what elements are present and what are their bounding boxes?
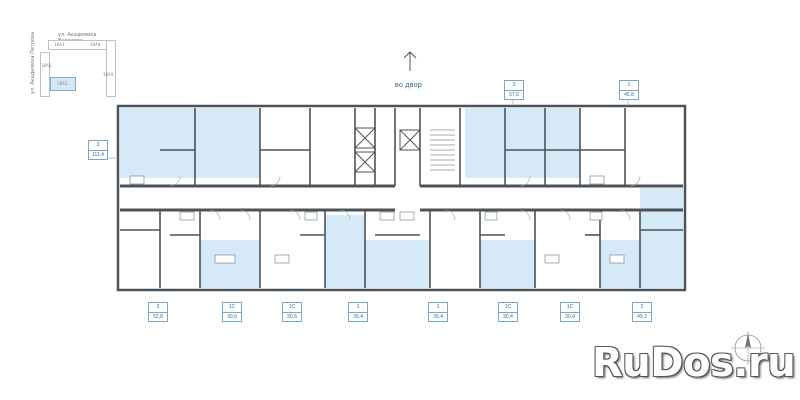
mini-building-label: 18А5 — [103, 72, 114, 77]
arrow-up-icon — [403, 51, 417, 71]
apartment-tag[interactable]: 1 39,4 — [348, 302, 368, 322]
apartment-tag[interactable]: 1 45,8 — [619, 80, 639, 100]
apartment-area: 39,4 — [429, 312, 447, 321]
bath-fixtures — [129, 175, 625, 264]
apartment-tag[interactable]: 1С 30,6 — [282, 302, 302, 322]
site-plan: ул. Академика Вавилова ул. Академика Пет… — [28, 30, 123, 97]
apartment-type: 1С — [228, 304, 236, 310]
apartment-area: 52,8 — [149, 312, 167, 321]
apartment-tag[interactable]: 3 111,4 — [88, 140, 108, 160]
compass-rose-icon — [731, 331, 765, 365]
apartment-area: 39,4 — [349, 312, 367, 321]
apartment-area: 30,4 — [561, 312, 579, 321]
apartment-area: 45,8 — [620, 90, 638, 99]
apartment-type: 1С — [566, 304, 574, 310]
corridor-walls — [120, 184, 683, 212]
apartment-area: 30,6 — [223, 312, 241, 321]
direction-indicator: во двор — [392, 50, 442, 95]
apartment-area: 57,6 — [505, 90, 523, 99]
outer-walls — [116, 104, 687, 292]
apartment-fill-top-middle — [465, 108, 580, 178]
apartment-fill-bottom — [200, 215, 640, 288]
mini-building-label: 18А2 — [41, 63, 52, 68]
partition-walls — [120, 108, 683, 288]
apartment-type: 1С — [504, 304, 512, 310]
apartment-fill-top-left — [120, 108, 260, 178]
stair-core — [354, 127, 455, 173]
mini-building-current — [50, 77, 76, 91]
apartment-type: 3 — [96, 142, 100, 148]
apartment-type: 1 — [627, 82, 631, 88]
apartment-area: 30,6 — [283, 312, 301, 321]
mini-building — [40, 52, 50, 97]
apartment-type: 1С — [288, 304, 296, 310]
apartment-type: 3 — [512, 82, 516, 88]
apartment-tag[interactable]: 1С 30,4 — [498, 302, 518, 322]
apartment-area: 30,4 — [499, 312, 517, 321]
apartment-area: 49,3 — [633, 312, 651, 321]
apartment-type: 1 — [436, 304, 440, 310]
mini-building — [106, 40, 116, 97]
apartment-type: 1 — [356, 304, 360, 310]
mini-building-label: 18А3 — [54, 42, 65, 47]
door-swings — [169, 175, 641, 221]
apartment-tag[interactable]: 1 39,4 — [428, 302, 448, 322]
apartment-tag[interactable]: 2 52,8 — [148, 302, 168, 322]
apartment-tag[interactable]: 2 49,3 — [632, 302, 652, 322]
apartment-fill-right — [640, 188, 683, 288]
apartment-type: 2 — [156, 304, 160, 310]
apartment-tag[interactable]: 1С 30,4 — [560, 302, 580, 322]
apartment-type: 2 — [640, 304, 644, 310]
mini-building-label: 18А4 — [90, 42, 101, 47]
direction-label: во двор — [395, 82, 423, 89]
apartment-tag[interactable]: 3 57,6 — [504, 80, 524, 100]
apartment-tag[interactable]: 1С 30,6 — [222, 302, 242, 322]
mini-building-label: 18А1 — [57, 81, 68, 86]
watermark-logo: RuDos.ru — [592, 340, 796, 386]
apartment-area: 111,4 — [89, 150, 107, 159]
